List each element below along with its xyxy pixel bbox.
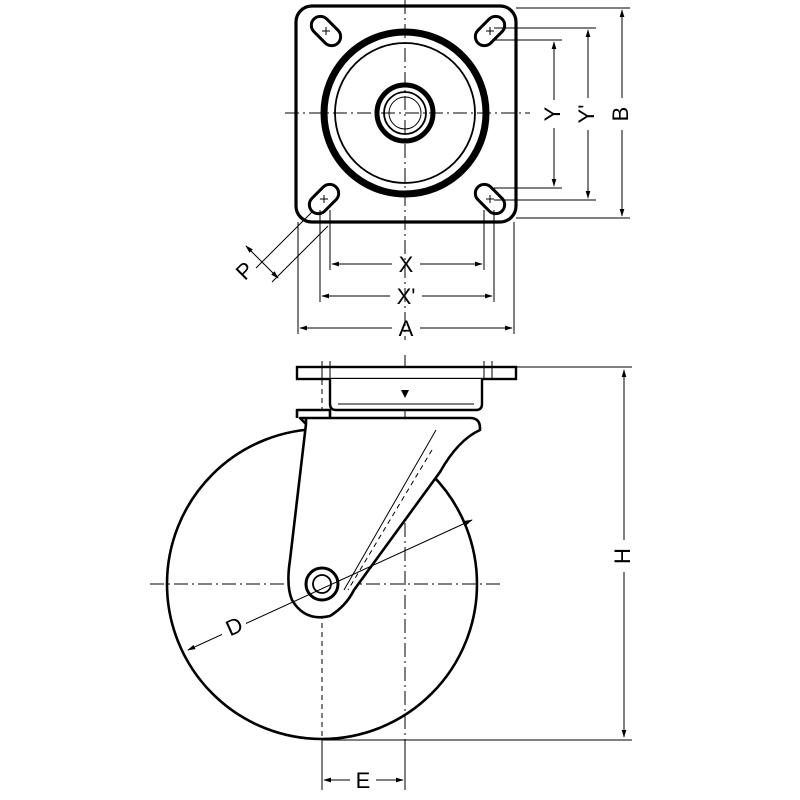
label-e: E	[356, 768, 371, 793]
slot-hole-top-right	[473, 14, 507, 48]
center-mark	[401, 390, 409, 398]
label-x-prime: X'	[397, 284, 416, 309]
raceway-outer-ring	[320, 28, 490, 198]
label-a: A	[399, 316, 414, 341]
kingpin-middle	[383, 91, 427, 135]
slot-hole-bottom-right	[473, 182, 507, 216]
label-x: X	[399, 252, 414, 277]
top-view: X X' A Y Y' B P	[231, 0, 633, 341]
kingpin-outer	[374, 82, 436, 144]
raceway-inner-ring	[334, 42, 476, 184]
side-view: D H E	[150, 355, 635, 793]
dim-p	[245, 245, 279, 279]
slot-hole-top-left	[309, 14, 343, 48]
label-y: Y	[540, 106, 565, 121]
label-y-prime: Y'	[574, 105, 599, 124]
label-p: P	[231, 257, 259, 285]
label-h: H	[610, 548, 635, 564]
kingpin-inner	[388, 96, 422, 130]
mounting-plate-outline	[294, 4, 518, 224]
slot-hole-bottom-left	[307, 182, 341, 216]
label-b: B	[608, 107, 633, 122]
